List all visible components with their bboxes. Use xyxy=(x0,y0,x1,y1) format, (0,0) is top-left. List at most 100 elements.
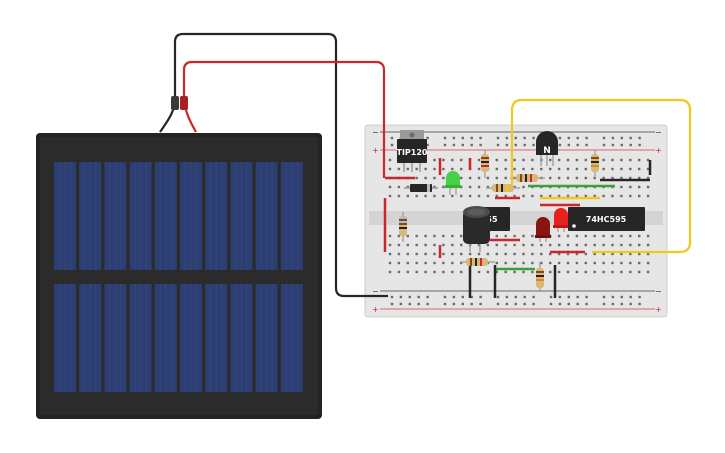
breadboard-hole xyxy=(424,243,427,247)
breadboard-hole xyxy=(638,234,641,238)
breadboard-hole xyxy=(557,252,561,256)
breadboard-hole xyxy=(495,243,498,247)
red-wire-connector xyxy=(180,96,188,110)
breadboard-hole xyxy=(638,167,641,171)
breadboard-hole xyxy=(532,302,535,306)
npn-transistor[interactable]: N xyxy=(536,131,558,166)
breadboard-hole xyxy=(584,194,587,198)
resistor[interactable] xyxy=(486,184,520,192)
breadboard-hole xyxy=(477,185,481,189)
breadboard-hole xyxy=(460,234,463,238)
breadboard-hole xyxy=(415,176,418,180)
breadboard-hole xyxy=(461,302,464,306)
breadboard-hole xyxy=(388,194,392,198)
breadboard-hole xyxy=(397,270,401,274)
shift-register-ic[interactable]: 74HC595 xyxy=(568,207,645,231)
resistor[interactable] xyxy=(510,174,545,182)
breadboard-hole xyxy=(452,136,456,140)
green-led[interactable] xyxy=(445,171,461,195)
diode[interactable] xyxy=(404,184,438,192)
breadboard-hole xyxy=(540,194,543,198)
breadboard-hole xyxy=(584,243,587,247)
breadboard-hole xyxy=(638,302,641,306)
breadboard-hole xyxy=(523,302,526,306)
breadboard-hole xyxy=(646,158,650,162)
resistor[interactable] xyxy=(536,262,544,292)
breadboard-hole xyxy=(495,176,498,180)
breadboard-hole xyxy=(629,270,632,274)
shift-register-body xyxy=(568,207,645,231)
dark-red-led[interactable] xyxy=(535,217,551,242)
resistor-band xyxy=(536,271,544,273)
breadboard-hole xyxy=(424,167,427,171)
bottom-minus-sign-right: − xyxy=(655,287,662,296)
breadboard-hole xyxy=(468,194,472,198)
breadboard-hole xyxy=(442,270,445,274)
breadboard-hole xyxy=(486,176,490,180)
breadboard-hole xyxy=(566,194,570,198)
breadboard-hole xyxy=(531,158,534,162)
breadboard-hole xyxy=(477,243,481,247)
breadboard-hole xyxy=(557,261,561,265)
breadboard-hole xyxy=(504,252,507,256)
tip120-transistor[interactable]: TIP120 xyxy=(397,130,428,172)
breadboard-hole xyxy=(638,194,641,198)
breadboard-hole xyxy=(442,243,445,247)
resistor-band xyxy=(480,258,482,266)
breadboard-holes xyxy=(388,136,650,306)
red-led[interactable] xyxy=(553,208,569,232)
breadboard-hole xyxy=(468,252,472,256)
breadboard-hole xyxy=(496,295,500,299)
resistor[interactable] xyxy=(399,212,407,242)
breadboard-hole xyxy=(388,167,392,171)
breadboard-hole xyxy=(593,243,596,247)
bottom-plus-sign: + xyxy=(372,305,379,314)
resistor[interactable] xyxy=(460,258,495,266)
breadboard-hole xyxy=(406,185,409,189)
breadboard-hole xyxy=(602,194,605,198)
resistor-band xyxy=(530,174,532,182)
resistor-band xyxy=(475,258,477,266)
resistor-band xyxy=(591,157,599,159)
black-wire-connector xyxy=(171,96,179,110)
breadboard-hole xyxy=(629,143,632,147)
breadboard-hole xyxy=(505,136,509,140)
breadboard-hole xyxy=(566,158,570,162)
solar-panel[interactable] xyxy=(36,133,322,419)
breadboard-hole xyxy=(460,261,463,265)
tip120-label: TIP120 xyxy=(397,148,428,157)
breadboard-hole xyxy=(549,295,553,299)
resistor[interactable] xyxy=(591,150,599,178)
resistor[interactable] xyxy=(481,150,489,178)
breadboard-hole xyxy=(620,167,623,171)
breadboard-hole xyxy=(620,234,623,238)
breadboard-hole xyxy=(629,234,632,238)
breadboard-hole xyxy=(522,185,525,189)
breadboard-hole xyxy=(397,194,401,198)
yellow-signal-wire[interactable] xyxy=(510,98,692,254)
resistor-band xyxy=(481,165,489,167)
breadboard-hole xyxy=(540,252,543,256)
breadboard-hole xyxy=(433,158,436,162)
breadboard-hole xyxy=(388,185,392,189)
breadboard-hole xyxy=(495,252,498,256)
red-power-wire[interactable] xyxy=(182,60,386,178)
breadboard-hole xyxy=(585,143,588,147)
breadboard-hole xyxy=(433,194,436,198)
breadboard-hole xyxy=(406,234,409,238)
npn-body xyxy=(536,131,558,155)
breadboard-hole xyxy=(514,295,517,299)
breadboard-hole xyxy=(585,302,588,306)
breadboard-hole xyxy=(460,167,463,171)
breadboard-hole xyxy=(496,302,500,306)
breadboard-hole xyxy=(575,176,579,180)
breadboard-hole xyxy=(567,136,570,140)
breadboard-hole xyxy=(461,295,464,299)
external-wires xyxy=(159,32,692,298)
breadboard-hole xyxy=(523,143,526,147)
breadboard-hole xyxy=(584,167,587,171)
capacitor[interactable] xyxy=(463,206,490,252)
breadboard-hole xyxy=(549,158,552,162)
breadboard-hole xyxy=(452,295,456,299)
breadboard-hole xyxy=(629,302,632,306)
